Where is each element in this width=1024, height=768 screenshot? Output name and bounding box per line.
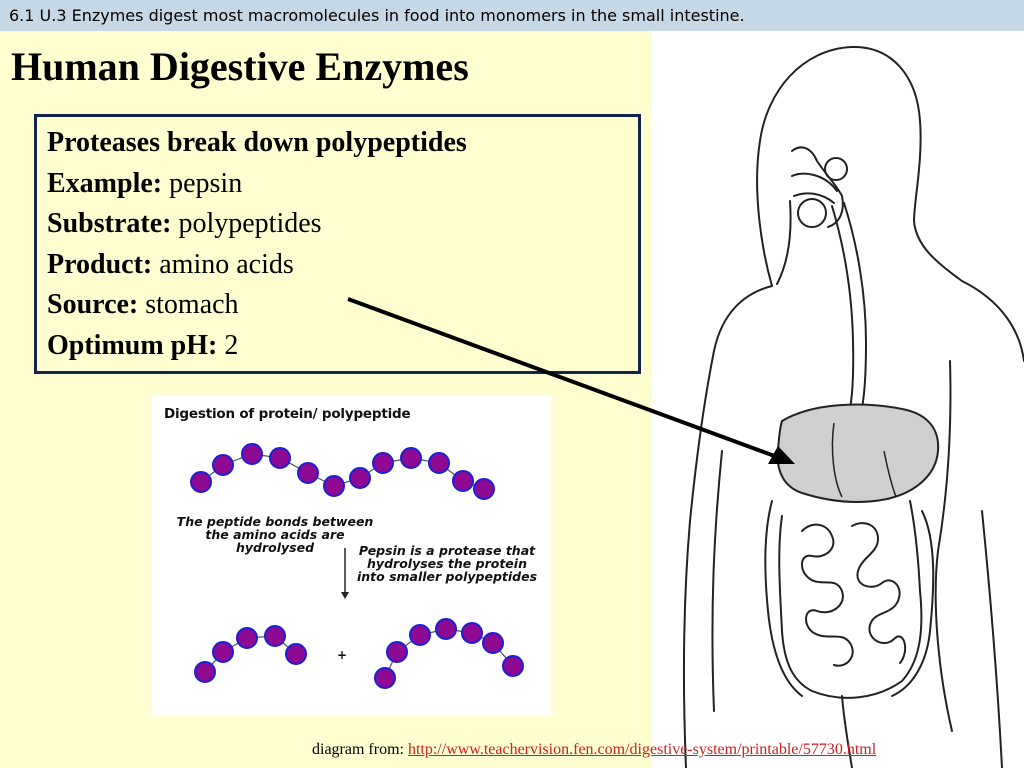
arm-line-right [981,510,1003,768]
substrate-label: Substrate: [47,208,172,239]
objective-banner: 6.1 U.3 Enzymes digest most macromolecul… [0,0,1024,31]
info-heading: Proteases break down polypeptides [47,127,467,158]
citation: diagram from: http://www.teachervision.f… [312,741,876,759]
amino-acid-bead [212,641,234,663]
tongue [793,192,835,204]
digestive-system-diagram [682,45,1024,768]
intestine-frame [778,500,923,699]
neck-left [776,200,792,285]
info-optimum-ph: Optimum pH: 2 [47,330,238,362]
slide-title: Human Digestive Enzymes [11,44,469,89]
rectum [841,695,853,768]
amino-acid-bead [461,622,483,644]
ph-value: 2 [224,330,239,361]
product-value: amino acids [159,249,294,280]
torso-side-right [934,360,953,732]
amino-acid-bead [452,470,474,492]
amino-acid-bead [269,447,291,469]
amino-acid-bead [241,443,263,465]
amino-acid-bead [482,632,504,654]
body-outline [756,45,1024,362]
amino-acid-bead [194,661,216,683]
amino-acid-bead [400,447,422,469]
amino-acid-bead [435,618,457,640]
amino-acid-bead [502,655,524,677]
amino-acid-bead [212,454,234,476]
oral-cavity [791,172,838,192]
substrate-value: polypeptides [178,208,322,239]
intestine-loops-2 [851,522,907,664]
amino-acid-bead [386,641,408,663]
stomach-region [776,403,940,503]
amino-acid-bead [428,452,450,474]
amino-acid-bead [473,478,495,500]
body-outline-left [682,285,773,768]
arm-line-left [711,450,723,712]
citation-prefix: diagram from: [312,741,404,758]
source-value: stomach [145,289,239,320]
stomach-lobe-line-2 [883,450,897,498]
citation-link[interactable]: http://www.teachervision.fen.com/digesti… [407,741,877,758]
esophagus-left [831,205,855,437]
esophagus-right [843,202,867,434]
plus-sign: + [337,648,348,662]
intestine-loops [801,523,854,667]
amino-acid-bead [349,467,371,489]
protein-digestion-diagram [190,443,524,689]
amino-acid-bead [372,452,394,474]
product-label: Product: [47,249,153,280]
digestion-figure-title: Digestion of protein/ polypeptide [164,406,411,422]
info-source: Source: stomach [47,289,239,321]
info-substrate: Substrate: polypeptides [47,208,322,240]
down-arrow [341,548,349,599]
source-label: Source: [47,289,139,320]
info-example: Example: pepsin [47,168,242,200]
amino-acid-bead [374,667,396,689]
peptide-bonds-caption: The peptide bonds between the amino acid… [176,514,374,555]
amino-acid-bead [409,624,431,646]
salivary-gland [824,157,848,181]
amino-acid-bead [285,643,307,665]
large-intestine [764,500,935,697]
stomach-lobe-line [831,422,843,498]
amino-acid-bead [190,471,212,493]
amino-acid-bead [264,625,286,647]
pepsin-caption: Pepsin is a protease that hydrolyses the… [356,543,538,584]
amino-acid-bead [323,475,345,497]
salivary-gland-lower [797,198,827,228]
face-profile [791,146,844,228]
ph-label: Optimum pH: [47,330,218,361]
example-label: Example: [47,168,163,199]
amino-acid-bead [236,627,258,649]
example-value: pepsin [169,168,243,199]
enzyme-info-box: Proteases break down polypeptides Exampl… [34,114,641,374]
objective-text: 6.1 U.3 Enzymes digest most macromolecul… [9,6,745,25]
info-product: Product: amino acids [47,249,294,281]
amino-acid-bead [297,462,319,484]
